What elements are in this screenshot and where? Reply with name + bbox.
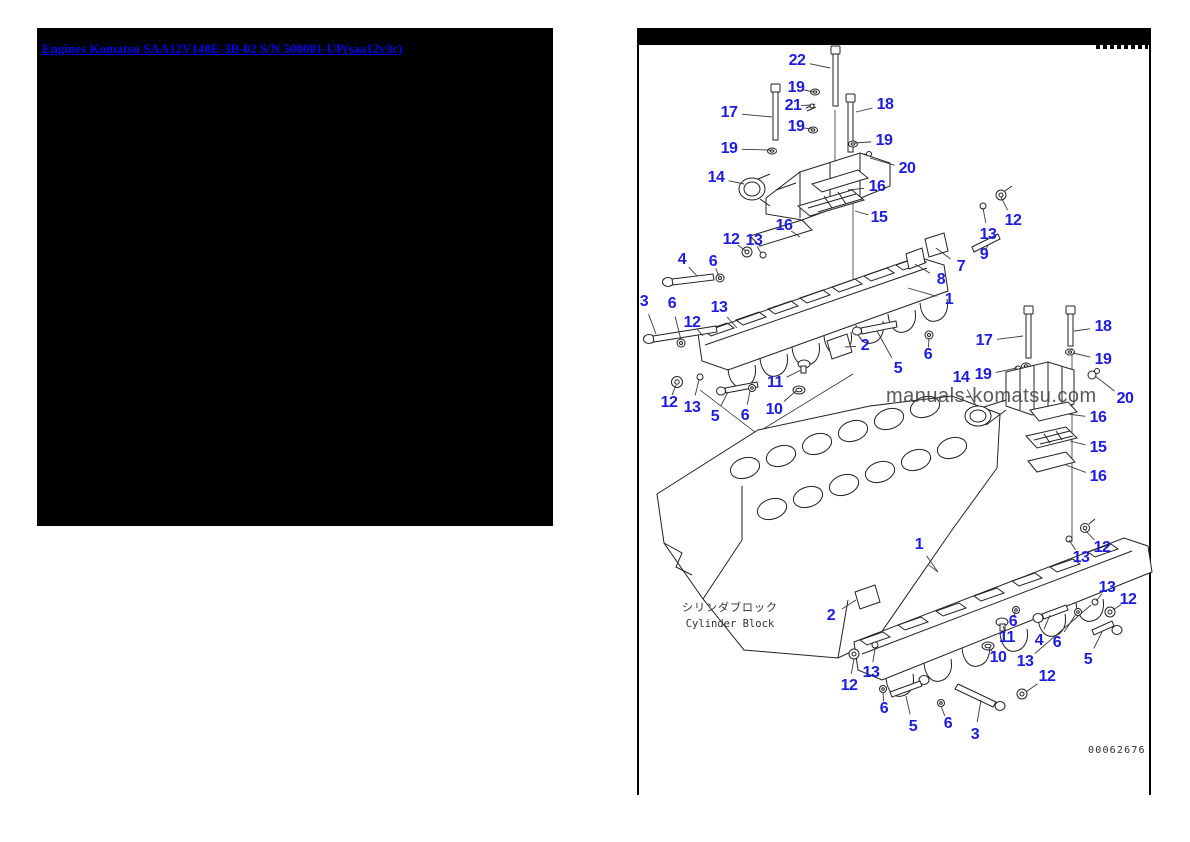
cylinder-block-label-jp: シリンダブロック [682,601,778,614]
nav-panel: Engines Komatsu SAA12V140E-3B-02 S/N 500… [37,28,553,526]
drawing-number: 00062676 [1088,745,1146,756]
ruler-ticks [1096,45,1148,49]
diagram-frame [637,28,1151,795]
cylinder-block-label-en: Cylinder Block [685,618,775,630]
cylinder-block-caption: シリンダブロック Cylinder Block [660,599,800,633]
diagram-top-bar [639,28,1149,45]
watermark: manuals-komatsu.com [886,385,1097,407]
model-link[interactable]: Engines Komatsu SAA12V140E-3B-02 S/N 500… [42,41,403,56]
